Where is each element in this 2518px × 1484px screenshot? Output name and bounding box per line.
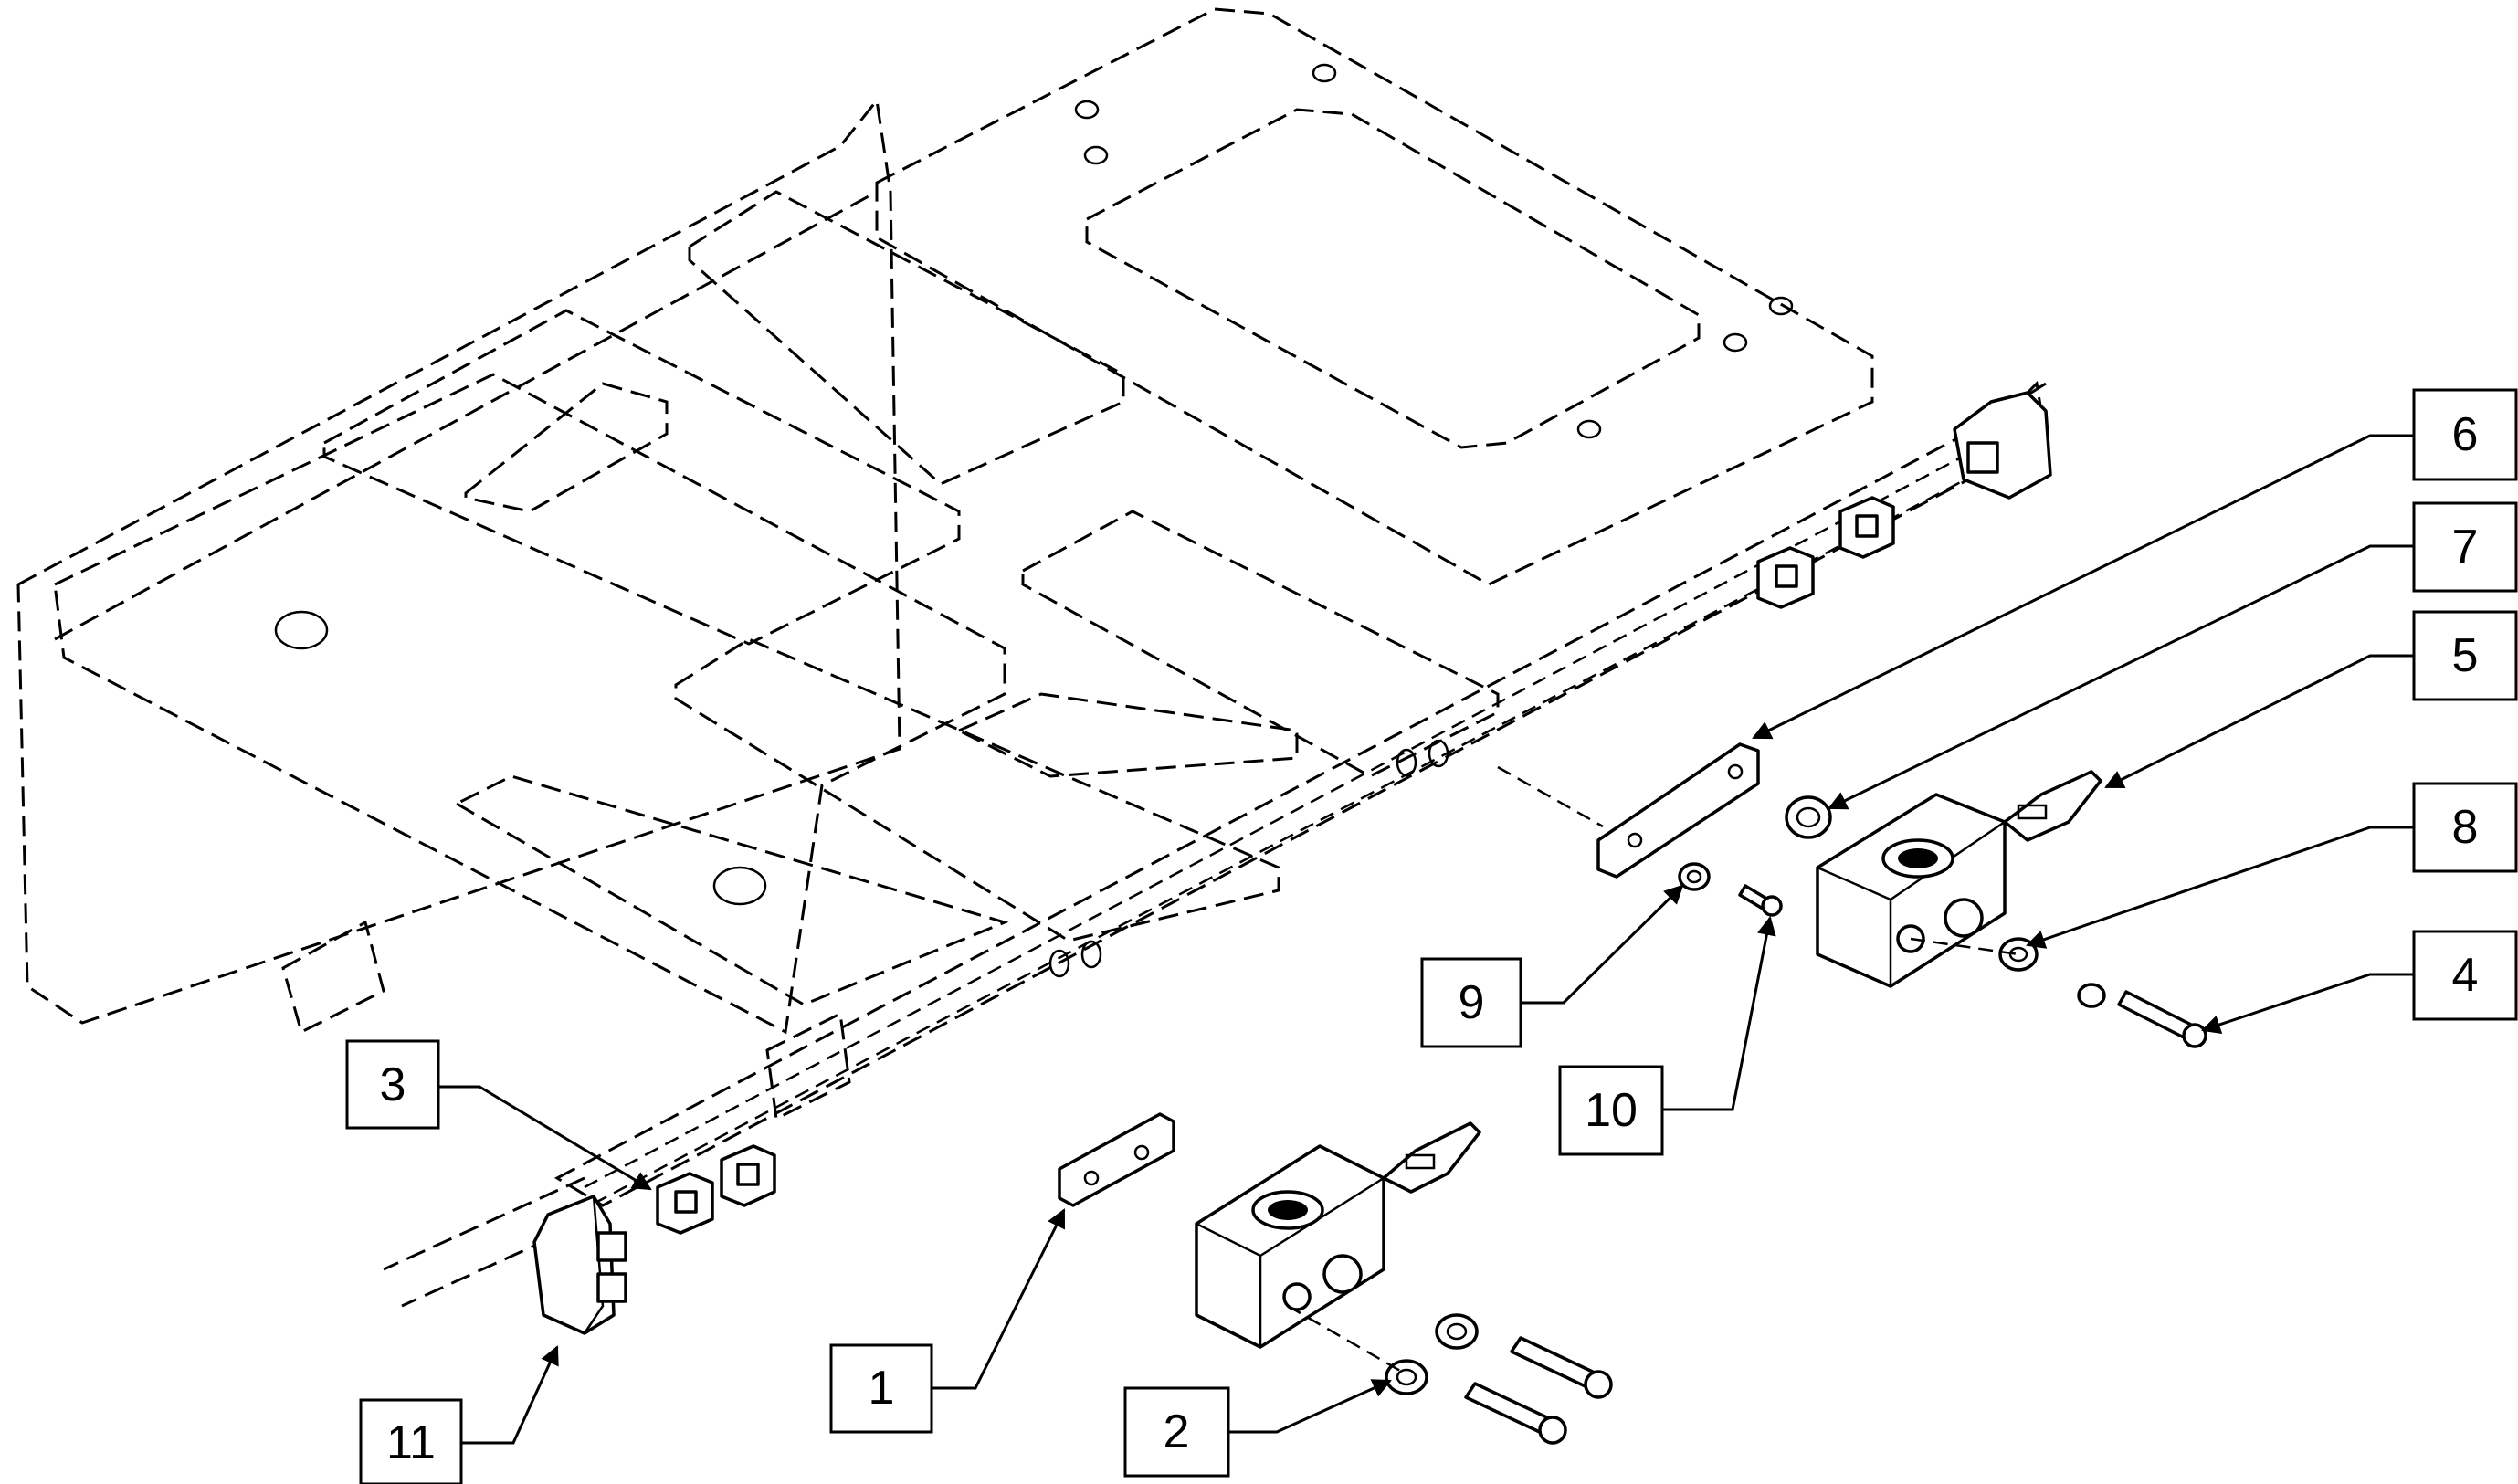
clamp-block-lower xyxy=(1195,1121,1481,1349)
callout-label: 3 xyxy=(380,1058,406,1111)
spacer-plate-upper xyxy=(1596,742,1760,879)
callout-label: 6 xyxy=(2452,408,2479,461)
spacer-plate-lower xyxy=(1058,1112,1175,1207)
callout-label: 2 xyxy=(1164,1405,1190,1458)
end-cap-left xyxy=(532,1195,627,1335)
nut-block-left-pair xyxy=(656,1144,776,1235)
callout-label: 7 xyxy=(2452,521,2479,574)
callout-2: 2 xyxy=(1123,1386,1230,1478)
callout-8: 8 xyxy=(2412,782,2518,873)
callout-6: 6 xyxy=(2412,388,2518,481)
callout-7: 7 xyxy=(2412,501,2518,593)
callout-label: 1 xyxy=(869,1362,895,1415)
callout-5: 5 xyxy=(2412,610,2518,701)
callout-10: 10 xyxy=(1558,1065,1664,1156)
callout-label: 8 xyxy=(2452,801,2479,854)
callout-9: 9 xyxy=(1420,957,1522,1048)
callout-label: 4 xyxy=(2452,949,2479,1002)
washer-upper xyxy=(1678,795,1832,891)
callout-11: 11 xyxy=(359,1398,463,1484)
callout-label: 10 xyxy=(1585,1084,1638,1137)
seat-pan-phantom-outline xyxy=(16,7,2048,1308)
washers-and-bolts-lower xyxy=(1287,1304,1613,1445)
leader-lines xyxy=(438,434,2414,1445)
callout-4: 4 xyxy=(2412,930,2518,1021)
end-cap-right xyxy=(1953,391,2052,500)
callout-3: 3 xyxy=(345,1039,440,1130)
nut-block-right-pair xyxy=(1756,496,1895,609)
callout-label: 11 xyxy=(386,1416,436,1469)
clamp-block-upper xyxy=(1816,770,2102,988)
callout-label: 9 xyxy=(1459,976,1485,1029)
callout-1: 1 xyxy=(829,1343,933,1434)
washers-and-bolts-upper xyxy=(1497,765,2207,1048)
callout-label: 5 xyxy=(2452,629,2479,682)
